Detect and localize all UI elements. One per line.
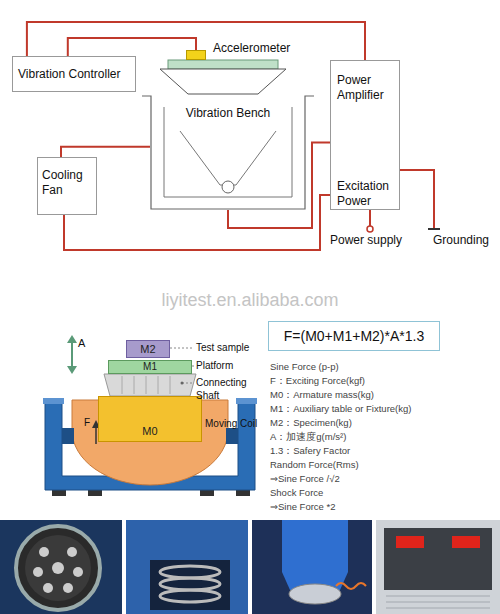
power-terminal <box>367 226 373 232</box>
fixture-platform: M1 <box>108 360 192 374</box>
node-text: M2 <box>127 343 169 355</box>
legend-note: Random Force(Rms) <box>270 459 359 470</box>
shaker-cylinder <box>282 520 348 590</box>
ground-symbol <box>428 228 440 230</box>
shaft-ribs <box>122 376 170 394</box>
power-supply-label: Power supply <box>330 233 402 247</box>
legend-note: ⇒Sine Force /√2 <box>270 473 340 484</box>
leader-dot <box>181 382 184 385</box>
legend-note: M1：Auxiliary table or Fixture(kg) <box>270 403 411 416</box>
legend-note: ⇒Sine Force *2 <box>270 501 336 512</box>
spring-coil <box>160 566 220 578</box>
photo-connector <box>0 520 122 614</box>
spring-coil <box>160 578 220 590</box>
connector-pin <box>52 562 64 574</box>
signal-wire <box>64 195 330 250</box>
signal-wire <box>228 143 330 229</box>
bench-inner <box>164 107 292 197</box>
part-label: Moving Coil <box>205 418 257 429</box>
part-label: Test sample <box>196 342 249 353</box>
connector-pin <box>67 547 77 557</box>
legend-note: Sine Force (p-p) <box>270 361 339 372</box>
vibration-wave <box>336 583 366 589</box>
connector-pin <box>73 567 83 577</box>
signal-wire <box>61 147 150 157</box>
vibration-bench: Vibration Bench <box>150 95 306 210</box>
table-support <box>160 69 286 94</box>
connector-pin <box>63 583 73 593</box>
part-label: Platform <box>196 360 233 371</box>
rack-vents <box>386 596 490 608</box>
node-text: Accelerometer <box>213 41 290 55</box>
armature-disk <box>289 584 341 604</box>
photo-cylinder <box>252 520 372 614</box>
node-text: Cooling Fan <box>42 168 96 198</box>
connecting-shaft <box>104 374 196 396</box>
arrow-head <box>67 335 77 374</box>
signal-wire <box>27 22 365 60</box>
node-text: Vibration Controller <box>18 67 121 81</box>
spring-cavity <box>150 560 230 610</box>
power-wire <box>369 210 371 226</box>
node-text: M1 <box>109 361 191 372</box>
node-text: Vibration Bench <box>150 106 306 120</box>
connector-face <box>25 535 91 601</box>
frame-cap <box>236 398 257 404</box>
part-label: Connecting Shaft <box>196 376 248 402</box>
watermark: liyitest.en.alibaba.com <box>0 290 500 311</box>
bench-outline <box>142 96 314 209</box>
node-text: Excitation Power <box>337 179 397 209</box>
legend-note: M0：Armature mass(kg) <box>270 389 374 402</box>
trunnion <box>226 428 238 444</box>
connector-pin <box>43 583 53 593</box>
legend-note: 1.3：Safery Factor <box>270 445 350 458</box>
accelerometer: Accelerometer <box>186 50 206 60</box>
armature-block: M0 <box>98 396 202 442</box>
acceleration-label: A <box>78 337 85 349</box>
frame-cap <box>43 398 64 404</box>
connector-pin <box>33 567 43 577</box>
bench-coil-frame <box>180 131 276 185</box>
legend-note: F：Exciting Force(kgf) <box>270 375 365 388</box>
connector-pin <box>39 547 49 557</box>
cooling-fan-box: Cooling Fan <box>37 157 97 215</box>
connector-plug <box>16 526 100 610</box>
legend-note: A：加速度g(m/s²) <box>270 431 346 444</box>
formula-box: F=(M0+M1+M2)*A*1.3 <box>268 321 440 351</box>
legend-note: Shock Force <box>270 487 323 498</box>
spring-coil <box>160 590 220 602</box>
trunnion <box>62 428 74 444</box>
photo-springs <box>126 520 248 614</box>
led-display <box>396 536 424 548</box>
amplifier-box: Power AmplifierExcitation Power <box>330 60 400 210</box>
force-label: F <box>84 417 90 428</box>
controller-box: Vibration Controller <box>12 56 136 92</box>
photo-amplifier <box>376 520 500 614</box>
amplifier-panel <box>384 528 492 590</box>
specimen-block: M2 <box>126 340 170 358</box>
signal-wire <box>68 38 196 56</box>
legend-note: M2：Specimen(kg) <box>270 417 352 430</box>
armature-symbol <box>222 181 234 193</box>
node-text: M0 <box>99 425 201 437</box>
grounding-label: Grounding <box>433 233 489 247</box>
node-text: F=(M0+M1+M2)*A*1.3 <box>269 328 439 344</box>
node-text: Power Amplifier <box>337 73 397 103</box>
bench-table <box>168 60 278 69</box>
led-display <box>452 536 480 548</box>
ground-wire <box>400 170 434 228</box>
